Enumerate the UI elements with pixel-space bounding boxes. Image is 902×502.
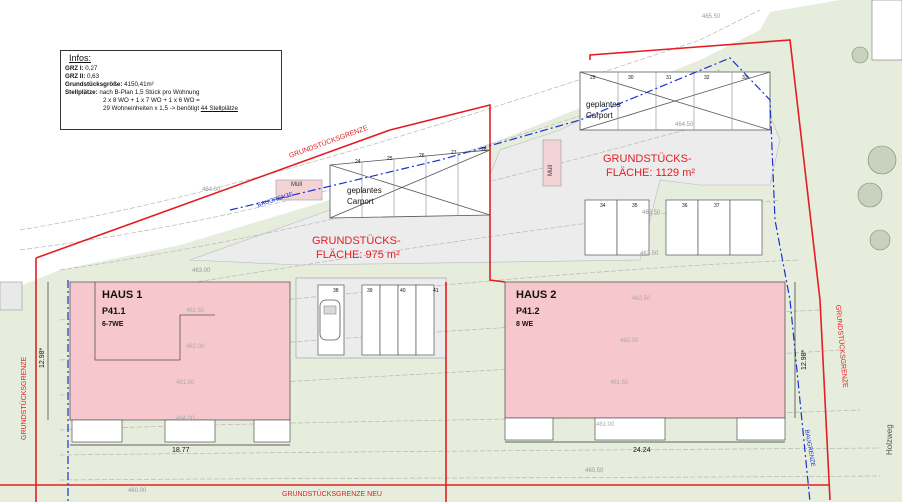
- grz1-value: 0,27: [85, 65, 98, 72]
- muell-2-label: Müll: [548, 165, 554, 176]
- house-1-level-bottom: 464.00: [176, 416, 195, 422]
- grz2-row: GRZ II: 0,63: [65, 73, 277, 81]
- lot-size-value: 4150,41m²: [124, 81, 154, 88]
- parking-number: 39: [367, 288, 373, 294]
- contour-label: 465.50: [702, 14, 721, 20]
- lot-size-label: Grundstücksgröße:: [65, 81, 123, 88]
- area-1-label-line1: GRUNDSTÜCKS-: [312, 235, 401, 247]
- grz2-value: 0,63: [87, 73, 100, 80]
- house-1-units: 6-7WE: [102, 321, 124, 328]
- house-2-level-low: 461.50: [610, 380, 629, 386]
- parking-row: Stellplätze: nach B-Plan 1,5 Stück pro W…: [65, 89, 277, 97]
- grz1-label: GRZ I:: [65, 65, 84, 72]
- muell-1-label: Müll: [291, 182, 302, 188]
- parking-number: 30: [628, 75, 634, 81]
- grz2-label: GRZ II:: [65, 73, 86, 80]
- carport-1-label-line1: geplantes: [347, 186, 382, 195]
- parking-number: 38: [333, 288, 339, 294]
- baugrenze-line: [67, 57, 811, 502]
- contour-label: 462.50: [640, 251, 659, 257]
- house-2-units: 8 WE: [516, 321, 533, 328]
- grenze-left-label: GRUNDSTÜCKSGRENZE: [20, 356, 28, 440]
- parking-number: 41: [433, 288, 439, 294]
- house-1-level-top: 462.50: [186, 308, 205, 314]
- left-building-edge: [0, 281, 23, 311]
- carport-1: [329, 149, 491, 219]
- parking-number: 36: [682, 203, 688, 209]
- parking-line-2: 2 x 8 WO + 1 x 7 WO + 1 x 6 WO =: [103, 97, 200, 104]
- house-1-level-mid: 462.00: [186, 344, 205, 350]
- house-1-inner-line: [94, 282, 215, 361]
- info-box: Infos: GRZ I: 0,27 GRZ II: 0,63 Grundstü…: [60, 50, 282, 130]
- parking-number: 35: [632, 203, 638, 209]
- balconies: [71, 417, 786, 443]
- parking-line-3-prefix: 29 Wohneinheiten x 1,5 -> benötigt: [103, 105, 200, 112]
- carport-1-label-line2: Carport: [347, 197, 374, 206]
- car-icon: [319, 299, 341, 341]
- carport-2-label-line2: Carport: [586, 111, 613, 120]
- area-2-label-line2: FLÄCHE: 1129 m²: [606, 167, 695, 179]
- info-title: Infos:: [69, 53, 92, 63]
- parking-label: Stellplätze:: [65, 89, 98, 96]
- property-boundary: [0, 39, 831, 502]
- grz1-row: GRZ I: 0,27: [65, 65, 277, 73]
- house-2-name: HAUS 2: [516, 289, 556, 301]
- contour-label: 464.50: [675, 122, 694, 128]
- parking-number: 25: [387, 156, 393, 162]
- tree-icons: [851, 46, 897, 251]
- parking-line-3-value: 44 Stellplätze: [200, 105, 238, 112]
- parking-row-right: [584, 199, 763, 256]
- carport-2-label-line1: geplantes: [586, 100, 621, 109]
- parking-number: 27: [451, 150, 457, 156]
- contour-label: 460.50: [585, 468, 604, 474]
- parking-numbers-carport2: 29 30 31 32 33: [590, 75, 748, 81]
- house-1-level-low: 461.50: [176, 380, 195, 386]
- parking-numbers-small: 38 39 40 41: [333, 288, 439, 294]
- house-1-width: 18.77: [172, 447, 190, 454]
- house-2-code: P41.2: [516, 306, 540, 316]
- parking-number: 32: [704, 75, 710, 81]
- contour-label: 463.00: [192, 268, 211, 274]
- lot-size-row: Grundstücksgröße: 4150,41m²: [65, 81, 277, 89]
- house-1-depth: 12.98*: [39, 347, 46, 368]
- area-1-label-line2: FLÄCHE: 975 m²: [316, 249, 400, 261]
- house-1-code: P41.1: [102, 306, 126, 316]
- parking-numbers-mid: 34 35 36 37: [600, 203, 720, 209]
- contour-label: 460.00: [128, 488, 147, 494]
- parking-number: 33: [742, 75, 748, 81]
- dimension-lines: [47, 282, 796, 446]
- area-2-label-line1: GRUNDSTÜCKS-: [603, 153, 692, 165]
- contour-label: 463.50: [642, 210, 661, 216]
- house-1-name: HAUS 1: [102, 289, 142, 301]
- parking-number: 31: [666, 75, 672, 81]
- house-2-width: 24.24: [633, 447, 651, 454]
- muell-box-2: [542, 139, 562, 187]
- parking-number: 26: [419, 153, 425, 159]
- parking-line-3: 29 Wohneinheiten x 1,5 -> benötigt 44 St…: [65, 105, 277, 113]
- house-2-level-bottom: 461.00: [596, 422, 615, 428]
- parking-number: 40: [400, 288, 406, 294]
- parking-number: 24: [355, 159, 361, 165]
- house-2-level-mid: 462.00: [620, 338, 639, 344]
- parking-number: 37: [714, 203, 720, 209]
- house-2-level-top: 462.50: [632, 296, 651, 302]
- street-label: Holzweg: [885, 424, 894, 455]
- parking-number: 34: [600, 203, 606, 209]
- muell-box-1: [275, 179, 323, 201]
- contour-label: 464.00: [202, 187, 221, 193]
- parking-line-1: nach B-Plan 1,5 Stück pro Wohnung: [99, 89, 200, 96]
- grenze-new-label: GRUNDSTÜCKSGRENZE NEU: [282, 490, 382, 498]
- parking-number: 29: [590, 75, 596, 81]
- house-2-footprint: [504, 281, 786, 419]
- parking-numbers-top: 24 25 26 27 28: [355, 147, 487, 165]
- house-2-depth: 12.98*: [801, 349, 808, 370]
- neighbor-building: [871, 0, 902, 61]
- parking-number: 28: [481, 147, 487, 153]
- carport-2: [579, 71, 771, 131]
